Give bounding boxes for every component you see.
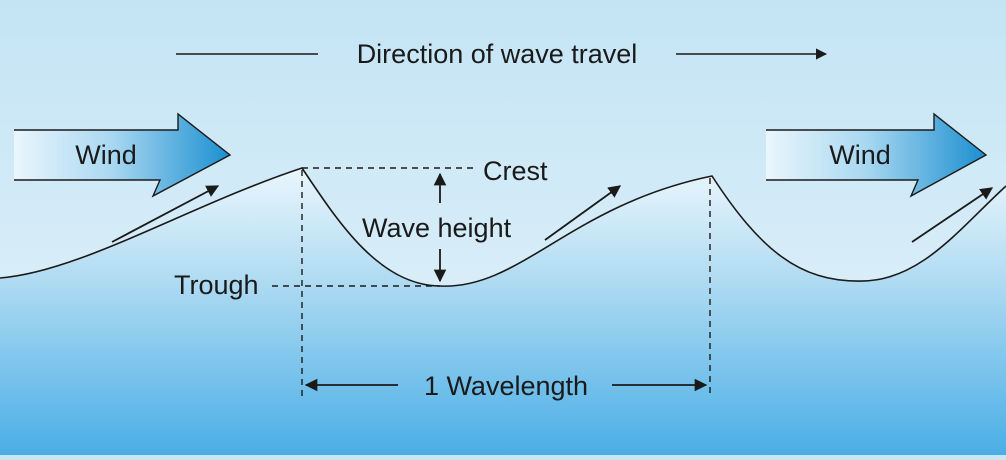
slope-arrow-left bbox=[111, 185, 220, 243]
slope-arrow-right bbox=[911, 187, 994, 243]
water-body bbox=[0, 168, 1006, 455]
wind-arrow-right bbox=[766, 112, 988, 198]
wave-surface-line bbox=[0, 167, 1006, 287]
trough-label: Trough bbox=[174, 270, 259, 300]
slope-arrow-middle bbox=[544, 185, 622, 241]
direction-label: Direction of wave travel bbox=[357, 39, 638, 69]
wind-label-left: Wind bbox=[75, 140, 137, 170]
crest-label: Crest bbox=[483, 156, 548, 186]
wavelength-label: 1 Wavelength bbox=[424, 371, 588, 401]
wave-height-label: Wave height bbox=[362, 213, 512, 243]
wind-arrow-left bbox=[14, 112, 232, 198]
wind-label-right: Wind bbox=[829, 140, 891, 170]
